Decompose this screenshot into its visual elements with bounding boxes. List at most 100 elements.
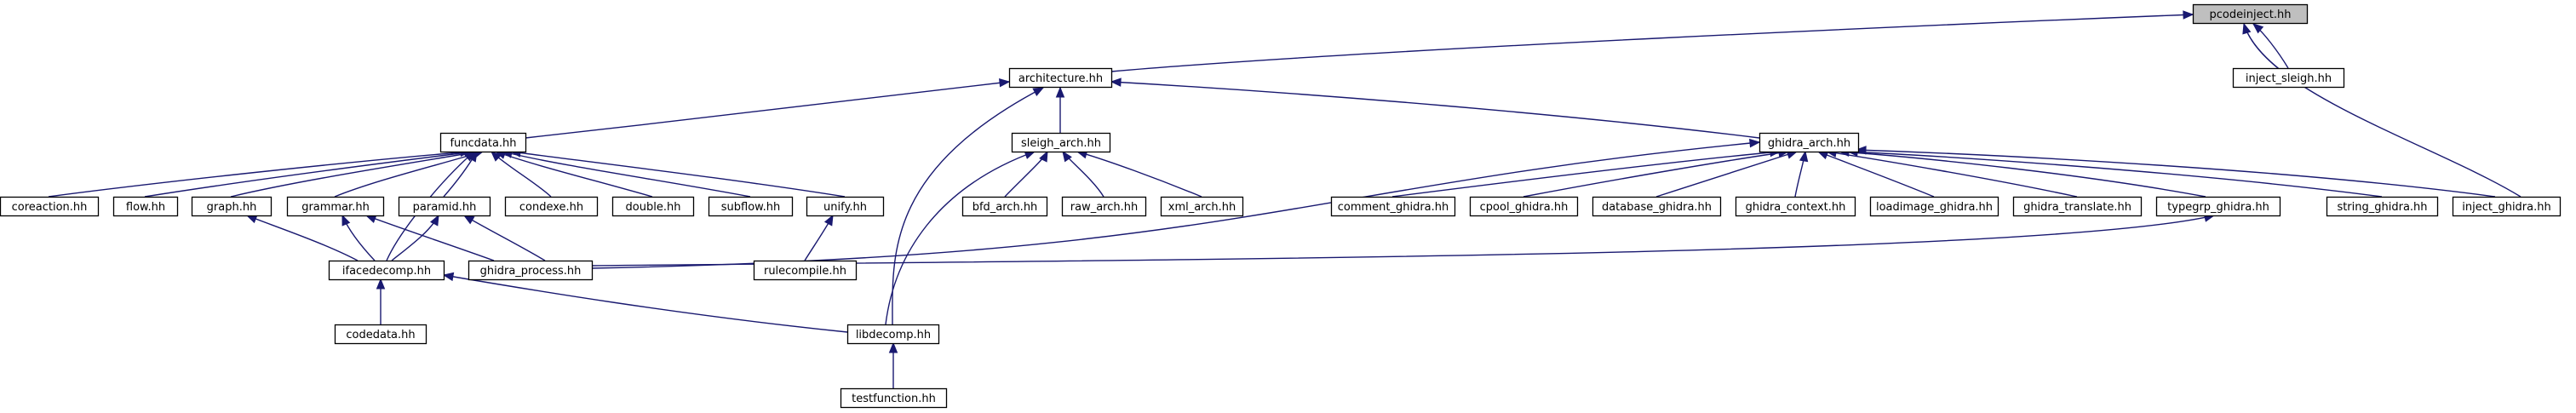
node-inject-sleigh[interactable]: inject_sleigh.hh <box>2232 67 2345 89</box>
node-box <box>0 196 100 217</box>
node-box <box>708 196 794 217</box>
node-grammar[interactable]: grammar.hh <box>286 196 385 217</box>
edge-line <box>334 151 484 198</box>
node-box <box>2012 196 2143 217</box>
edge-loadimage_ghidra-to-ghidra_arch <box>1816 151 1935 198</box>
edge-line <box>246 215 359 261</box>
edge-ghidra_arch-to-architecture <box>1110 77 1760 139</box>
node-coreaction[interactable]: coreaction.hh <box>0 196 100 217</box>
node-box <box>504 196 599 217</box>
nodes-layer: pcodeinject.hh architecture.hh inject_slei… <box>0 3 2562 409</box>
node-box <box>191 196 273 217</box>
node-subflow[interactable]: subflow.hh <box>708 196 794 217</box>
edge-line <box>525 81 1010 139</box>
edge-ifacedecomp-to-grammar <box>341 214 376 261</box>
edge-line <box>48 151 471 198</box>
node-architecture[interactable]: architecture.hh <box>1008 67 1113 89</box>
edge-line <box>1110 14 2194 72</box>
node-string-ghidra[interactable]: string_ghidra.hh <box>2326 196 2439 217</box>
node-funcdata[interactable]: funcdata.hh <box>439 132 527 153</box>
node-label: ghidra_process.hh <box>480 265 582 278</box>
node-label: raw_arch.hh <box>1070 201 1138 214</box>
node-typegrp-ghidra[interactable]: typegrp_ghidra.hh <box>2155 196 2281 217</box>
edge-condexe-to-funcdata <box>491 151 552 198</box>
node-box <box>1160 196 1244 217</box>
node-box <box>398 196 491 217</box>
edge-bfd_arch-to-sleigh_arch <box>1004 150 1048 198</box>
node-label: condexe.hh <box>519 201 583 214</box>
edge-sleigh_arch-to-architecture <box>1055 86 1065 133</box>
arrowhead <box>888 341 898 353</box>
node-pcodeinject[interactable]: pcodeinject.hh <box>2192 3 2309 25</box>
node-box <box>439 132 527 153</box>
arrowhead <box>1110 77 1122 87</box>
node-ifacedecomp[interactable]: ifacedecomp.hh <box>328 260 445 281</box>
edge-comment_ghidra-to-ghidra_arch <box>1391 147 1781 198</box>
arrowhead <box>1062 150 1072 163</box>
edge-rulecompile-to-unify <box>804 214 834 261</box>
edge-inject_ghidra-to-pcodeinject <box>2242 22 2521 198</box>
node-label: grammar.hh <box>301 201 370 214</box>
node-cpool-ghidra[interactable]: cpool_ghidra.hh <box>1469 196 1579 217</box>
node-graph[interactable]: graph.hh <box>191 196 273 217</box>
node-testfunction[interactable]: testfunction.hh <box>840 387 948 409</box>
node-label: architecture.hh <box>1018 72 1103 85</box>
node-unify[interactable]: unify.hh <box>806 196 885 217</box>
node-ghidra-process[interactable]: ghidra_process.hh <box>468 260 594 281</box>
node-label: ghidra_arch.hh <box>1768 137 1850 150</box>
edge-line <box>892 87 1044 325</box>
node-box <box>1469 196 1579 217</box>
node-label: loadimage_ghidra.hh <box>1876 201 1993 214</box>
node-box <box>1061 196 1147 217</box>
edge-line <box>495 151 653 198</box>
edge-line <box>502 151 751 198</box>
node-double[interactable]: double.hh <box>611 196 695 217</box>
edge-line <box>1076 151 1202 198</box>
node-box <box>1330 196 1456 217</box>
node-label: graph.hh <box>207 201 257 214</box>
node-ghidra-arch[interactable]: ghidra_arch.hh <box>1758 132 1860 153</box>
node-libdecomp[interactable]: libdecomp.hh <box>846 324 940 345</box>
node-condexe[interactable]: condexe.hh <box>504 196 599 217</box>
edge-ghidra_process-to-typegrp_ghidra <box>591 213 2216 267</box>
arrowhead <box>823 214 834 227</box>
node-raw-arch[interactable]: raw_arch.hh <box>1061 196 1147 217</box>
arrowhead <box>463 151 475 162</box>
arrowhead <box>1749 138 1761 148</box>
edge-line <box>443 274 848 333</box>
node-bfd-arch[interactable]: bfd_arch.hh <box>961 196 1048 217</box>
arrowhead <box>462 215 475 225</box>
node-codedata[interactable]: codedata.hh <box>334 324 427 345</box>
node-paramid[interactable]: paramid.hh <box>398 196 491 217</box>
node-comment-ghidra[interactable]: comment_ghidra.hh <box>1330 196 1456 217</box>
node-box <box>1008 67 1113 89</box>
node-box <box>961 196 1048 217</box>
node-ghidra-translate[interactable]: ghidra_translate.hh <box>2012 196 2143 217</box>
edge-architecture-to-pcodeinject <box>1110 10 2194 72</box>
edge-line <box>144 151 475 198</box>
node-database-ghidra[interactable]: database_ghidra.hh <box>1592 196 1722 217</box>
node-box <box>1735 196 1856 217</box>
node-loadimage-ghidra[interactable]: loadimage_ghidra.hh <box>1869 196 1999 217</box>
node-box <box>846 324 940 345</box>
edge-libdecomp-to-architecture <box>892 87 1045 325</box>
node-box <box>611 196 695 217</box>
edge-line <box>1523 151 1789 198</box>
arrowhead <box>1816 151 1829 160</box>
node-box <box>840 387 948 409</box>
node-label: ifacedecomp.hh <box>342 265 431 278</box>
edge-line <box>1110 81 1760 139</box>
arrowhead <box>442 272 455 282</box>
node-box <box>286 196 385 217</box>
node-ghidra-context[interactable]: ghidra_context.hh <box>1735 196 1856 217</box>
node-rulecompile[interactable]: rulecompile.hh <box>753 260 858 281</box>
arrowhead <box>491 151 502 162</box>
node-sleigh-arch[interactable]: sleigh_arch.hh <box>1011 132 1111 153</box>
node-label: rulecompile.hh <box>764 265 846 278</box>
node-inject-ghidra[interactable]: inject_ghidra.hh <box>2452 196 2562 217</box>
edge-cpool_ghidra-to-ghidra_arch <box>1523 148 1790 198</box>
edge-libdecomp-to-sleigh_arch <box>885 151 1036 325</box>
node-label: codedata.hh <box>346 329 415 341</box>
node-flow[interactable]: flow.hh <box>112 196 179 217</box>
node-xml-arch[interactable]: xml_arch.hh <box>1160 196 1244 217</box>
